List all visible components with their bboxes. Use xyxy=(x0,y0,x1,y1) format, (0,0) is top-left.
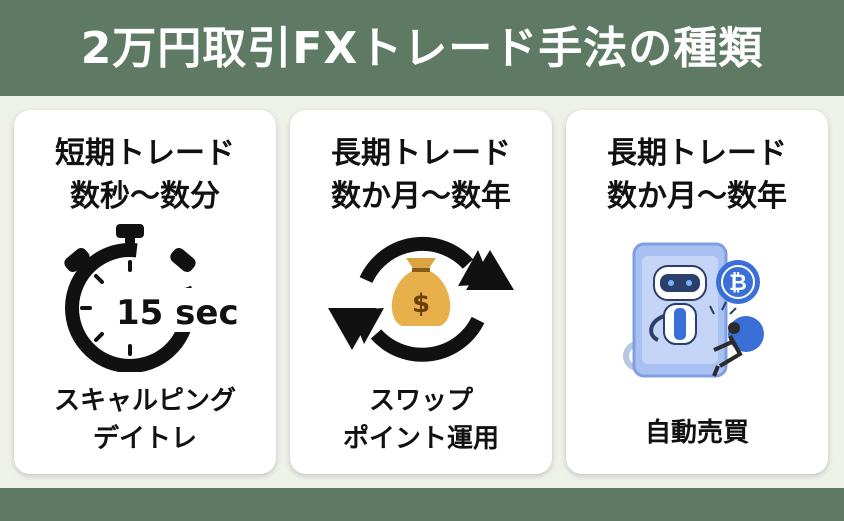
method-label: スキャルピング デイトレ xyxy=(14,382,276,458)
robot-trading-illustration: ₿ xyxy=(623,242,764,378)
heading-line-2: 数秒〜数分 xyxy=(70,179,220,214)
method-label: スワップ ポイント運用 xyxy=(290,382,552,458)
dollar-sign: $ xyxy=(412,289,430,319)
stopwatch-icon: 15 sec xyxy=(64,224,239,372)
card-swap: 長期トレード 数か月〜数年 $ スワップ ポイント運用 xyxy=(290,110,552,474)
money-bag-icon: $ xyxy=(391,258,451,326)
card-short-term: 短期トレード 数秒〜数分 15 sec スキャルピング デイトレ xyxy=(14,110,276,474)
heading-line-1: 長期トレード xyxy=(607,136,787,171)
heading-line-1: 短期トレード xyxy=(55,136,235,171)
method-line-1: スキャルピング xyxy=(53,386,236,416)
timer-text: 15 sec xyxy=(116,293,239,333)
heading-line-2: 数か月〜数年 xyxy=(331,179,511,214)
page-title: 2万円取引FXトレード手法の種類 xyxy=(80,23,764,74)
heading-line-2: 数か月〜数年 xyxy=(607,179,787,214)
method-line-1: 自動売買 xyxy=(644,418,749,448)
card-heading: 長期トレード 数か月〜数年 xyxy=(290,132,552,218)
card-heading: 短期トレード 数秒〜数分 xyxy=(14,132,276,218)
card-heading: 長期トレード 数か月〜数年 xyxy=(566,132,828,218)
method-label: 自動売買 xyxy=(566,414,828,452)
method-line-2: デイトレ xyxy=(92,424,197,454)
heading-line-1: 長期トレード xyxy=(331,136,511,171)
method-line-1: スワップ xyxy=(368,386,473,416)
method-line-2: ポイント運用 xyxy=(342,424,499,454)
cycle-arrows-icon: $ xyxy=(328,236,514,362)
card-auto-trading: 長期トレード 数か月〜数年 ₿ 自動売買 xyxy=(566,110,828,474)
bitcoin-coin-icon: ₿ xyxy=(729,271,747,296)
